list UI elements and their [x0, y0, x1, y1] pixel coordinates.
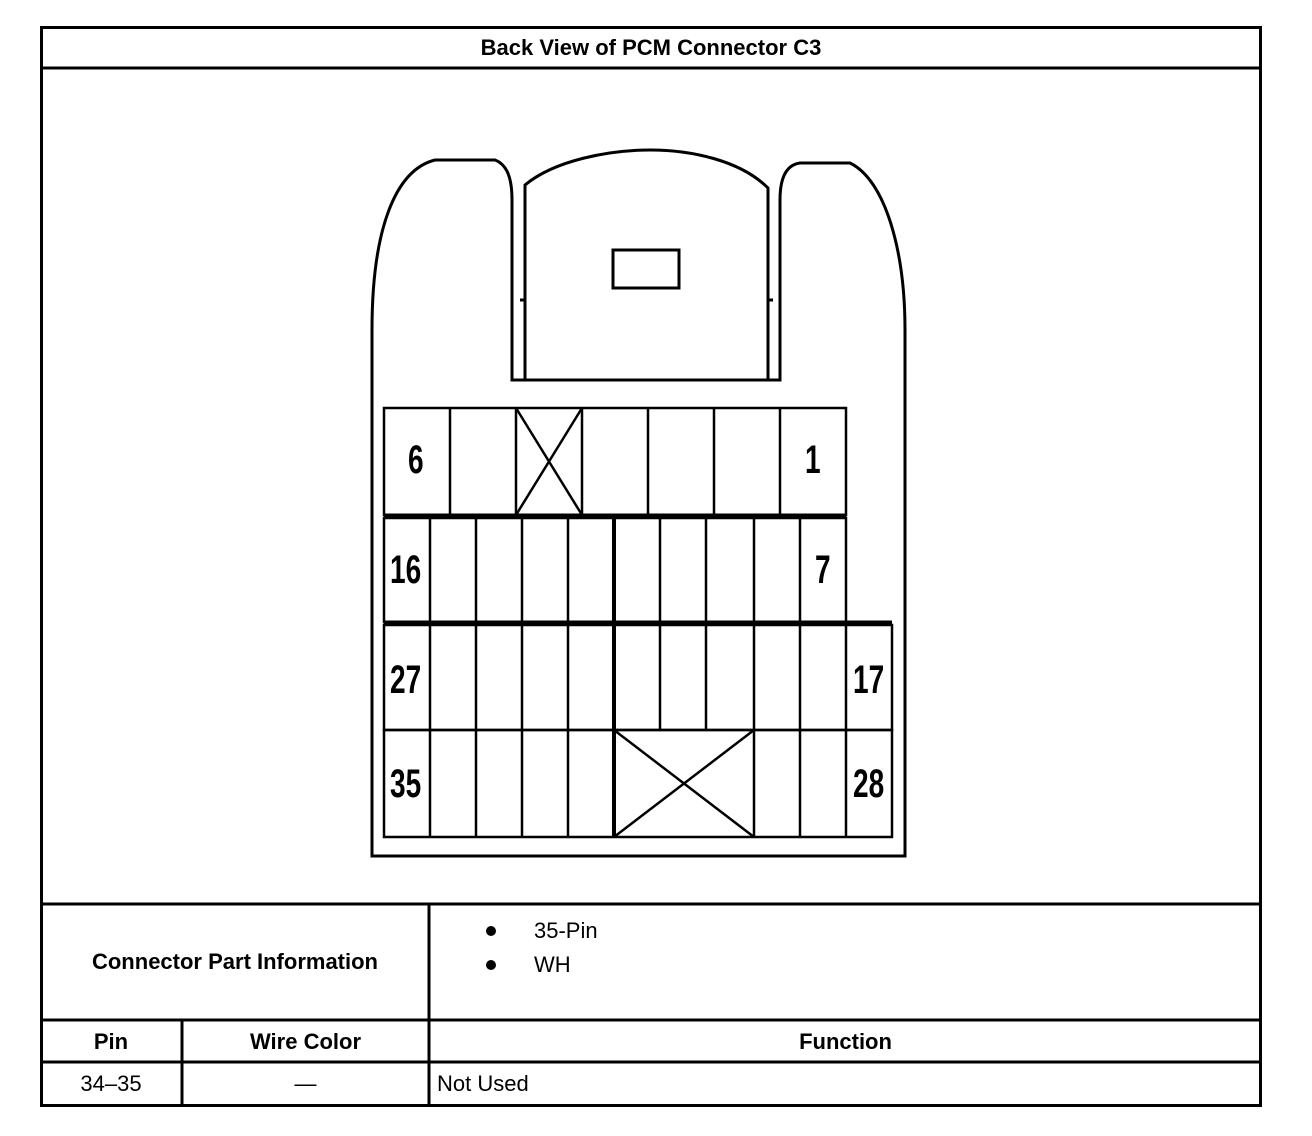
header-pin: Pin: [93, 1028, 129, 1054]
pin-label-28: 28: [853, 762, 885, 806]
pin-row-1: [382, 406, 848, 517]
latch-window: [611, 248, 681, 290]
bullet-icon: [486, 926, 496, 936]
pin-label-16: 16: [390, 548, 422, 592]
outer-border: [40, 26, 1262, 1107]
bullet-icon: [486, 960, 496, 970]
list-item: 35-Pin: [480, 914, 598, 948]
pin-label-7: 7: [815, 548, 831, 592]
table-row-wire-color: —: [294, 1071, 317, 1096]
pin-label-27: 27: [390, 658, 422, 702]
pin-label-1: 1: [805, 438, 821, 482]
header-function: Function: [799, 1028, 892, 1054]
pin-row-4: [382, 728, 894, 839]
connector-part-info-label: Connector Part Information: [91, 949, 378, 974]
connector-housing: [370, 158, 907, 858]
table-row-pin: 34–35: [80, 1071, 142, 1096]
latch-block: [523, 148, 770, 380]
header-wire-color: Wire Color: [249, 1028, 362, 1054]
pin-label-35: 35: [390, 762, 422, 806]
table-row-function: Not Used: [437, 1071, 529, 1096]
pin-row-3: [382, 623, 894, 732]
part-info-list: 35-Pin WH: [480, 914, 598, 982]
pin-label-17: 17: [853, 658, 885, 702]
list-item: WH: [480, 948, 598, 982]
blocked-cavity-row4-b: [613, 729, 755, 838]
blocked-cavity-row1-b: [514, 407, 584, 516]
pin-label-6: 6: [408, 438, 424, 482]
page-title: Back View of PCM Connector C3: [480, 34, 822, 60]
